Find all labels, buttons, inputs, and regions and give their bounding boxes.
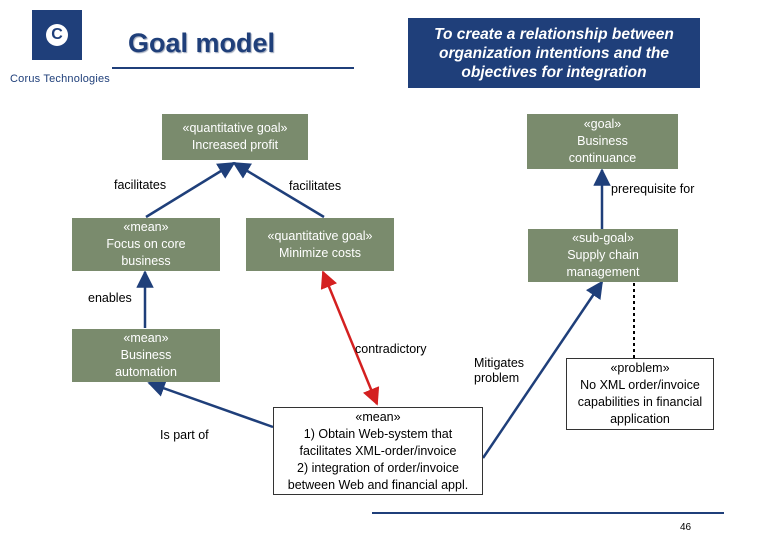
footer-divider	[372, 512, 724, 514]
edge-mean-to-supply	[481, 280, 604, 459]
objective-callout: To create a relationship between organiz…	[408, 18, 700, 88]
node-business-continuance-text: «goal» Business continuance	[568, 117, 637, 165]
page-number: 46	[680, 522, 692, 533]
node-problem: «problem» No XML order/invoice capabilit…	[566, 358, 714, 430]
node-increased-profit-text: «quantitative goal» Increased profit	[182, 121, 288, 152]
label-prerequisite-for: prerequisite for	[611, 182, 695, 196]
node-business-continuance: «goal» Business continuance	[527, 114, 678, 169]
label-facilitates-left: facilitates	[114, 178, 167, 192]
label-mitigates-problem: Mitigates problem	[474, 356, 525, 385]
node-web-system-mean: «mean» 1) Obtain Web-system that facilit…	[273, 407, 483, 495]
company-name: Corus Technologies	[10, 73, 111, 85]
edge-mean-to-automation	[147, 380, 274, 429]
node-minimize-costs: «quantitative goal» Minimize costs	[246, 218, 394, 271]
edge-focus-to-profit	[145, 161, 236, 219]
label-enables: enables	[88, 291, 132, 305]
edge-contradictory	[320, 270, 380, 406]
node-increased-profit: «quantitative goal» Increased profit	[162, 114, 308, 160]
node-minimize-costs-text: «quantitative goal» Minimize costs	[267, 228, 373, 260]
node-focus-core-business: «mean» Focus on core business	[72, 218, 220, 271]
header-divider	[112, 67, 354, 69]
objective-callout-text: To create a relationship between organiz…	[434, 25, 674, 81]
node-supply-chain: «sub-goal» Supply chain management	[528, 229, 678, 282]
node-business-automation-text: «mean» Business automation	[115, 331, 177, 379]
label-contradictory: contradictory	[355, 342, 427, 356]
edge-costs-to-profit	[232, 161, 325, 219]
slide-title: Goal model	[128, 28, 276, 58]
logo-letter: C	[46, 24, 68, 46]
node-business-automation: «mean» Business automation	[72, 329, 220, 382]
company-logo: C	[32, 10, 82, 60]
label-facilitates-right: facilitates	[289, 179, 342, 193]
node-supply-chain-text: «sub-goal» Supply chain management	[566, 231, 640, 279]
node-problem-text: «problem» No XML order/invoice capabilit…	[577, 361, 703, 426]
node-focus-core-business-text: «mean» Focus on core business	[106, 220, 186, 268]
label-is-part-of: Is part of	[160, 428, 209, 442]
node-web-system-mean-text: «mean» 1) Obtain Web-system that facilit…	[287, 409, 469, 492]
